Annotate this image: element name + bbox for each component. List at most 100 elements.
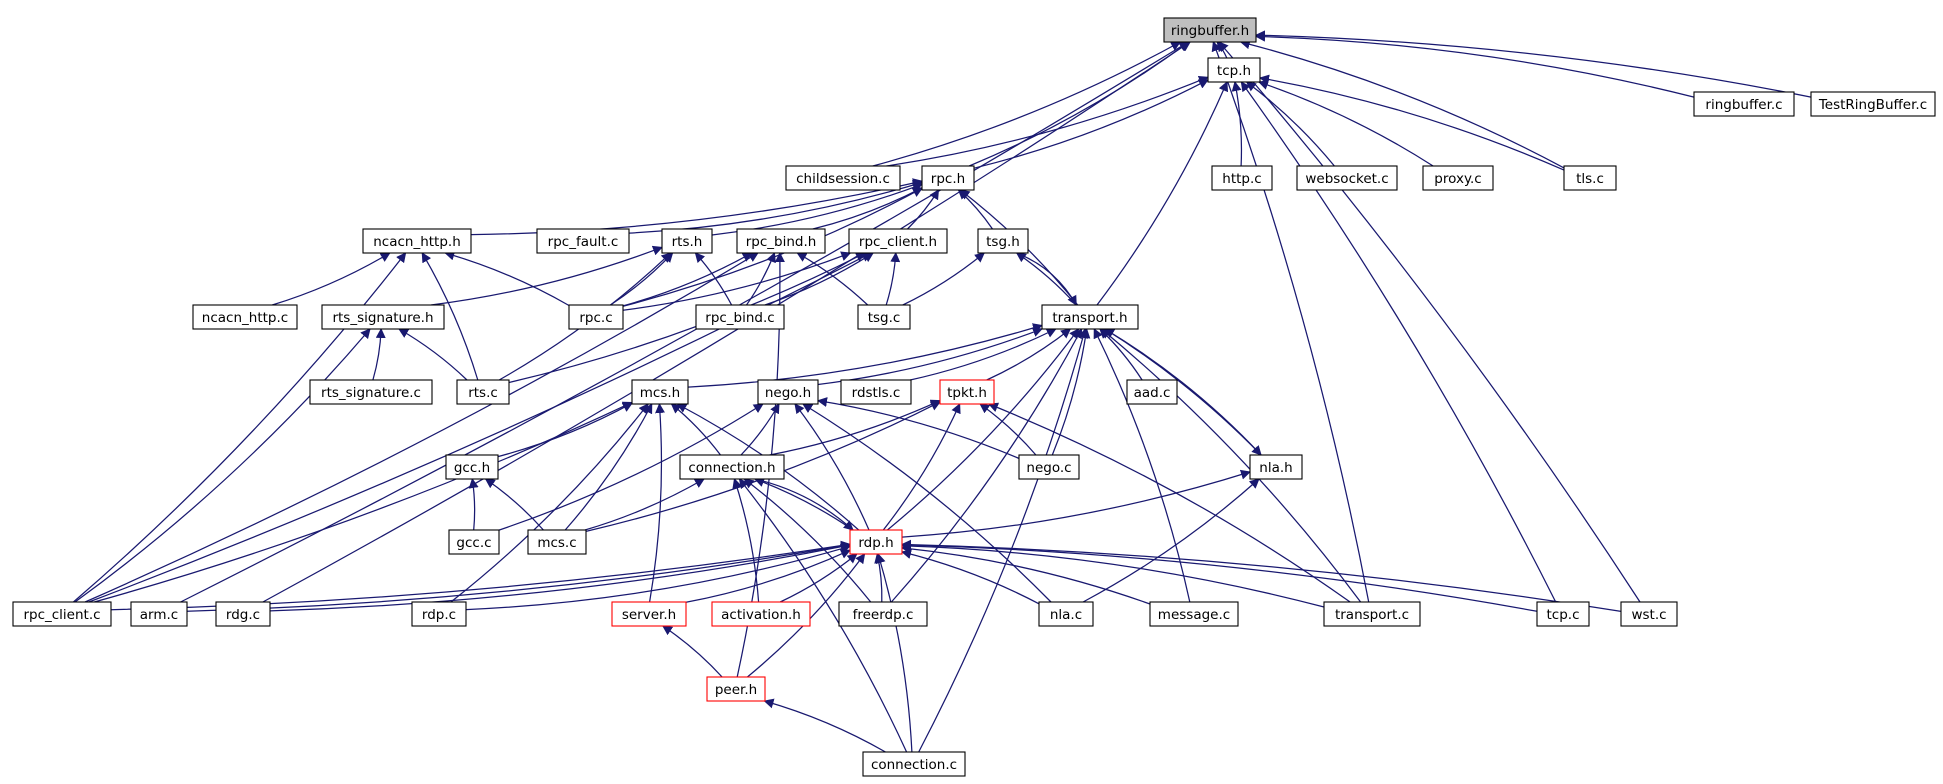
node-label: activation.h	[721, 607, 801, 623]
node-ringbuffer-h[interactable]: ringbuffer.h	[1163, 17, 1257, 43]
node-rdstls-c[interactable]: rdstls.c	[840, 379, 912, 405]
node-tls-c[interactable]: tls.c	[1563, 165, 1617, 191]
node-tcp-c[interactable]: tcp.c	[1536, 601, 1590, 627]
node-childsession-c[interactable]: childsession.c	[785, 165, 901, 191]
node-wst-c[interactable]: wst.c	[1620, 601, 1678, 627]
edge-rdp_h-to-transport_h	[887, 328, 1080, 531]
edge-mcs_c-to-connection_h	[584, 478, 705, 531]
edge-connection_h-to-nego_h	[740, 403, 780, 456]
node-rpc-client-h[interactable]: rpc_client.h	[848, 228, 948, 254]
node-label: mcs.c	[537, 535, 576, 551]
node-peer-h[interactable]: peer.h	[706, 676, 766, 702]
edge-rts_c-to-rpc_client_h	[508, 252, 866, 384]
edge-connection_h-to-rdp_h	[754, 478, 854, 531]
node-ringbuffer-c[interactable]: ringbuffer.c	[1693, 91, 1795, 117]
node-connection-c[interactable]: connection.c	[862, 751, 966, 777]
node-rpc-fault-c[interactable]: rpc_fault.c	[536, 228, 630, 254]
node-transport-h[interactable]: transport.h	[1041, 304, 1139, 330]
edge-childsession_c-to-tcp_h	[886, 75, 1209, 167]
node-arm-c[interactable]: arm.c	[130, 601, 188, 627]
edge-nla_c-to-rdp_h	[901, 549, 1040, 605]
edge-ncacn_http_h-to-rpc_h	[470, 178, 923, 236]
node-freerdp-c[interactable]: freerdp.c	[838, 601, 928, 627]
node-server-h[interactable]: server.h	[611, 601, 687, 627]
edge-ncacn_http_c-to-ncacn_http_h	[272, 252, 391, 306]
node-rpc-c[interactable]: rpc.c	[568, 304, 624, 330]
dependency-edges	[72, 30, 1812, 753]
node-activation-h[interactable]: activation.h	[711, 601, 811, 627]
node-gcc-h[interactable]: gcc.h	[445, 454, 499, 480]
node-tsg-c[interactable]: tsg.c	[857, 304, 911, 330]
node-tpkt-h[interactable]: tpkt.h	[939, 379, 995, 405]
node-rts-signature-h[interactable]: rts_signature.h	[321, 304, 445, 330]
node-testringbuffer-c[interactable]: TestRingBuffer.c	[1810, 91, 1936, 117]
node-ncacn-http-h[interactable]: ncacn_http.h	[362, 228, 472, 254]
node-label: connection.h	[688, 460, 775, 476]
node-label: rpc_client.h	[859, 234, 937, 250]
node-tsg-h[interactable]: tsg.h	[977, 228, 1029, 254]
node-aad-c[interactable]: aad.c	[1126, 379, 1178, 405]
edge-nla_c-to-nego_h	[802, 403, 1052, 603]
edge-arm_c-to-ringbuffer_h	[180, 41, 1190, 603]
edge-rdg_c-to-rdp_h	[269, 541, 851, 612]
file-nodes: ringbuffer.h tcp.h ringbuffer.c TestRingBuf…	[12, 17, 1936, 777]
node-label: gcc.h	[454, 460, 490, 476]
edge-message_c-to-rdp_h	[901, 543, 1151, 605]
edge-rpc_c-to-rpc_client_h	[622, 251, 852, 311]
node-mcs-c[interactable]: mcs.c	[527, 529, 587, 555]
edge-nego_c-to-transport_h	[1051, 328, 1091, 456]
node-connection-h[interactable]: connection.h	[679, 454, 785, 480]
node-rdp-h[interactable]: rdp.h	[849, 529, 903, 555]
node-websocket-c[interactable]: websocket.c	[1296, 165, 1398, 191]
node-message-c[interactable]: message.c	[1149, 601, 1239, 627]
node-rpc-bind-c[interactable]: rpc_bind.c	[695, 304, 785, 330]
node-proxy-c[interactable]: proxy.c	[1422, 165, 1494, 191]
node-label: transport.c	[1335, 607, 1409, 623]
edge-proxy_c-to-tcp_h	[1257, 80, 1434, 167]
node-rpc-client-c[interactable]: rpc_client.c	[12, 601, 112, 627]
node-label: rpc.h	[931, 171, 965, 187]
edge-rdp_c-to-mcs_h	[450, 403, 649, 603]
edge-rpc_client_c-to-rts_signature_h	[74, 328, 371, 603]
edge-peer_h-to-server_h	[662, 625, 723, 678]
edge-tsg_c-to-rpc_bind_h	[796, 252, 869, 306]
node-ncacn-http-c[interactable]: ncacn_http.c	[192, 304, 298, 330]
edge-mcs_h-to-transport_h	[687, 323, 1043, 388]
node-rpc-h[interactable]: rpc.h	[921, 165, 975, 191]
node-label: freerdp.c	[853, 607, 914, 623]
node-label: tsg.c	[868, 310, 901, 326]
node-nego-c[interactable]: nego.c	[1018, 454, 1080, 480]
node-transport-c[interactable]: transport.c	[1323, 601, 1421, 627]
node-http-c[interactable]: http.c	[1211, 165, 1273, 191]
node-label: rpc.c	[579, 310, 612, 326]
edge-rdp_c-to-rdp_h	[465, 544, 851, 611]
node-label: server.h	[622, 607, 676, 623]
edge-ringbuffer_c-to-ringbuffer_h	[1255, 31, 1695, 98]
node-label: wst.c	[1631, 607, 1666, 623]
node-rts-c[interactable]: rts.c	[456, 379, 510, 405]
node-tcp-h[interactable]: tcp.h	[1207, 57, 1261, 83]
node-label: aad.c	[1134, 385, 1171, 401]
edge-tsg_c-to-tsg_h	[902, 252, 985, 306]
node-mcs-h[interactable]: mcs.h	[631, 379, 689, 405]
node-nego-h[interactable]: nego.h	[757, 379, 819, 405]
edge-rpc_bind_h-to-rpc_h	[812, 187, 923, 230]
node-rts-h[interactable]: rts.h	[661, 228, 713, 254]
node-nla-h[interactable]: nla.h	[1249, 454, 1303, 480]
node-rpc-bind-h[interactable]: rpc_bind.h	[736, 228, 826, 254]
edge-transport_c-to-transport_h	[1100, 328, 1362, 603]
node-label: gcc.c	[456, 535, 491, 551]
node-label: rpc_fault.c	[548, 234, 619, 250]
node-rdp-c[interactable]: rdp.c	[411, 601, 467, 627]
node-gcc-c[interactable]: gcc.c	[448, 529, 500, 555]
edge-activation_h-to-rdp_h	[779, 553, 858, 603]
node-rts-signature-c[interactable]: rts_signature.c	[309, 379, 433, 405]
edge-transport_h-to-tcp_h	[1096, 81, 1229, 306]
node-label: nla.h	[1259, 460, 1292, 476]
node-nla-c[interactable]: nla.c	[1038, 601, 1094, 627]
node-label: proxy.c	[1434, 171, 1481, 187]
edge-message_c-to-transport_h	[1093, 328, 1191, 603]
edge-tsg_c-to-rpc_client_h	[885, 252, 901, 306]
node-rdg-c[interactable]: rdg.c	[215, 601, 271, 627]
edge-gcc_h-to-mcs_h	[497, 402, 633, 458]
